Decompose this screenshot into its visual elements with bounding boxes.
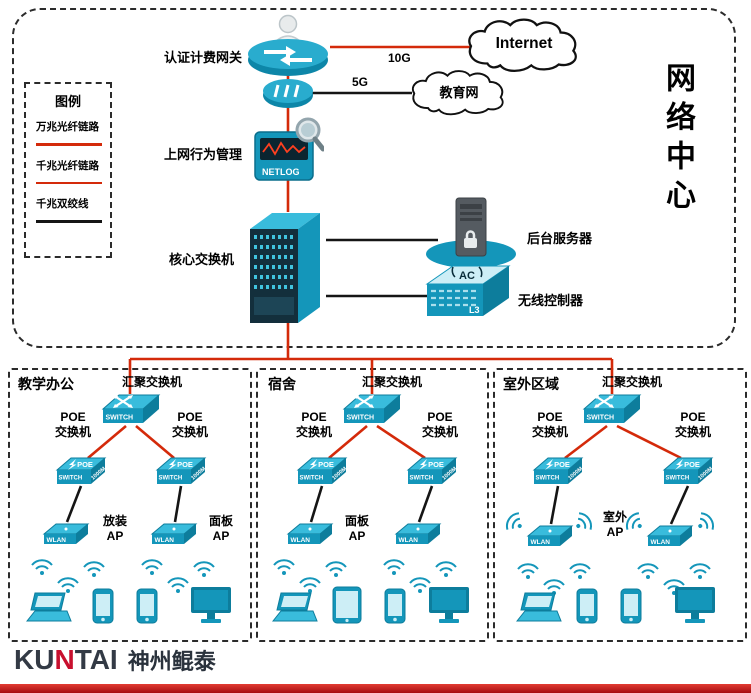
ap-icon-left	[286, 518, 334, 552]
wifi-signal-icon	[272, 556, 296, 576]
logo-cn: 神州鲲泰	[127, 649, 216, 674]
client-phone-icon	[92, 588, 114, 624]
core-switch-label: 核心交换机	[168, 252, 234, 267]
agg-switch-icon	[342, 387, 402, 439]
poe-switch-icon-left	[55, 452, 107, 496]
wireless-controller-label: 无线控制器	[518, 293, 584, 308]
poe-switch-icon-left	[296, 452, 348, 496]
zone-box-outdoor	[493, 368, 747, 642]
poe-switch-label-left: POE 交换机	[54, 410, 91, 439]
legend-item-1g-twisted-pair: 千兆双绞线	[36, 196, 102, 223]
wifi-signal-icon	[140, 556, 164, 576]
network-center-title: 网络中心	[661, 62, 694, 218]
backend-server-label: 后台服务器	[527, 231, 593, 246]
client-phone-icon	[576, 588, 598, 624]
poe-switch-label-right: POE 交换机	[421, 410, 458, 439]
footer-logo: KUNTAI 神州鲲泰	[14, 644, 216, 676]
client-monitor-icon	[190, 586, 232, 626]
client-phone-icon	[136, 588, 158, 624]
legend-item-label: 千兆双绞线	[36, 198, 89, 210]
poe-switch-label-right: POE 交换机	[674, 410, 711, 439]
ap-icon-left	[42, 518, 90, 552]
edu-network-label: 教育网	[439, 84, 479, 100]
wifi-signal-icon	[30, 556, 54, 576]
internet-label: Internet	[495, 35, 553, 52]
client-laptop-icon	[26, 592, 72, 624]
zone-title: 室外区域	[503, 376, 559, 392]
wifi-signal-icon	[636, 560, 660, 580]
wifi-signal-icon	[434, 558, 458, 578]
wifi-signal-icon	[324, 558, 348, 578]
client-laptop-icon	[516, 592, 562, 624]
wifi-signal-icon	[298, 574, 322, 594]
wifi-signal-icon	[568, 560, 592, 580]
ap-label-left: 放装 AP	[102, 514, 127, 543]
legend-line-sample-10g-fiber	[36, 143, 102, 146]
legend-line-sample-1g-twisted-pair	[36, 220, 102, 223]
legend-item-label: 千兆光纤链路	[36, 160, 99, 172]
wifi-signal-icon	[516, 560, 540, 580]
agg-switch-label: 汇聚交换机	[362, 375, 423, 389]
agg-switch-icon	[582, 387, 642, 439]
client-phone-icon	[384, 588, 406, 624]
poe-switch-icon-right	[155, 452, 207, 496]
link-label-10g: 10G	[388, 51, 411, 65]
poe-switch-label-left: POE 交换机	[295, 410, 332, 439]
client-laptop-icon	[272, 592, 318, 624]
wifi-signal-icon	[192, 558, 216, 578]
client-tablet-icon	[332, 586, 362, 624]
logo-latin: KUNTAI	[14, 644, 118, 675]
edu-network-cloud: 教育网	[394, 68, 524, 122]
wifi-signal-icon	[688, 560, 712, 580]
internet-cloud: Internet	[450, 16, 598, 80]
legend-item-1g-fiber: 千兆光纤链路	[36, 158, 102, 184]
wireless-controller-icon	[419, 260, 513, 324]
wifi-signal-icon	[82, 558, 106, 578]
footer-red-bar	[0, 684, 751, 693]
outdoor-ap-icon-left	[526, 520, 574, 554]
netlog-device-icon	[252, 116, 324, 186]
poe-switch-icon-right	[662, 452, 714, 496]
ap-label-left: 室外 AP	[602, 510, 627, 539]
legend-item-10g-fiber: 万兆光纤链路	[36, 119, 102, 146]
legend-box: 图例 万兆光纤链路 千兆光纤链路 千兆双绞线	[24, 82, 112, 258]
client-phone-icon	[620, 588, 642, 624]
poe-switch-label-right: POE 交换机	[171, 410, 208, 439]
backend-server-icon	[423, 196, 519, 270]
link-label-5g: 5G	[352, 75, 369, 89]
core-switch-icon	[242, 203, 330, 325]
auth-gateway-icon	[246, 12, 330, 78]
edge-router-icon	[261, 76, 315, 110]
client-monitor-icon	[674, 586, 716, 626]
poe-switch-icon-right	[406, 452, 458, 496]
agg-switch-label: 汇聚交换机	[602, 375, 663, 389]
legend-line-sample-1g-fiber	[36, 182, 102, 184]
behavior-mgmt-label: 上网行为管理	[163, 147, 242, 162]
poe-switch-icon-left	[532, 452, 584, 496]
logo-accent-letter: N	[54, 644, 75, 675]
agg-switch-label: 汇聚交换机	[122, 375, 183, 389]
network-center-box	[12, 8, 736, 348]
ap-label-right: 面板 AP	[208, 514, 233, 543]
poe-switch-label-left: POE 交换机	[531, 410, 568, 439]
agg-switch-icon	[101, 387, 161, 439]
wifi-signal-icon	[166, 574, 190, 594]
auth-gateway-label: 认证计费网关	[163, 50, 242, 65]
wifi-signal-icon	[382, 556, 406, 576]
client-monitor-icon	[428, 586, 470, 626]
zone-title: 宿舍	[268, 376, 296, 392]
ap-icon-right	[150, 518, 198, 552]
legend-item-label: 万兆光纤链路	[36, 121, 99, 133]
wifi-signal-icon	[56, 574, 80, 594]
zone-title: 教学办公	[18, 376, 74, 392]
outdoor-ap-icon-right	[646, 520, 694, 554]
legend-title: 图例	[54, 94, 81, 109]
ap-label-left: 面板 AP	[344, 514, 369, 543]
ap-icon-right	[394, 518, 442, 552]
